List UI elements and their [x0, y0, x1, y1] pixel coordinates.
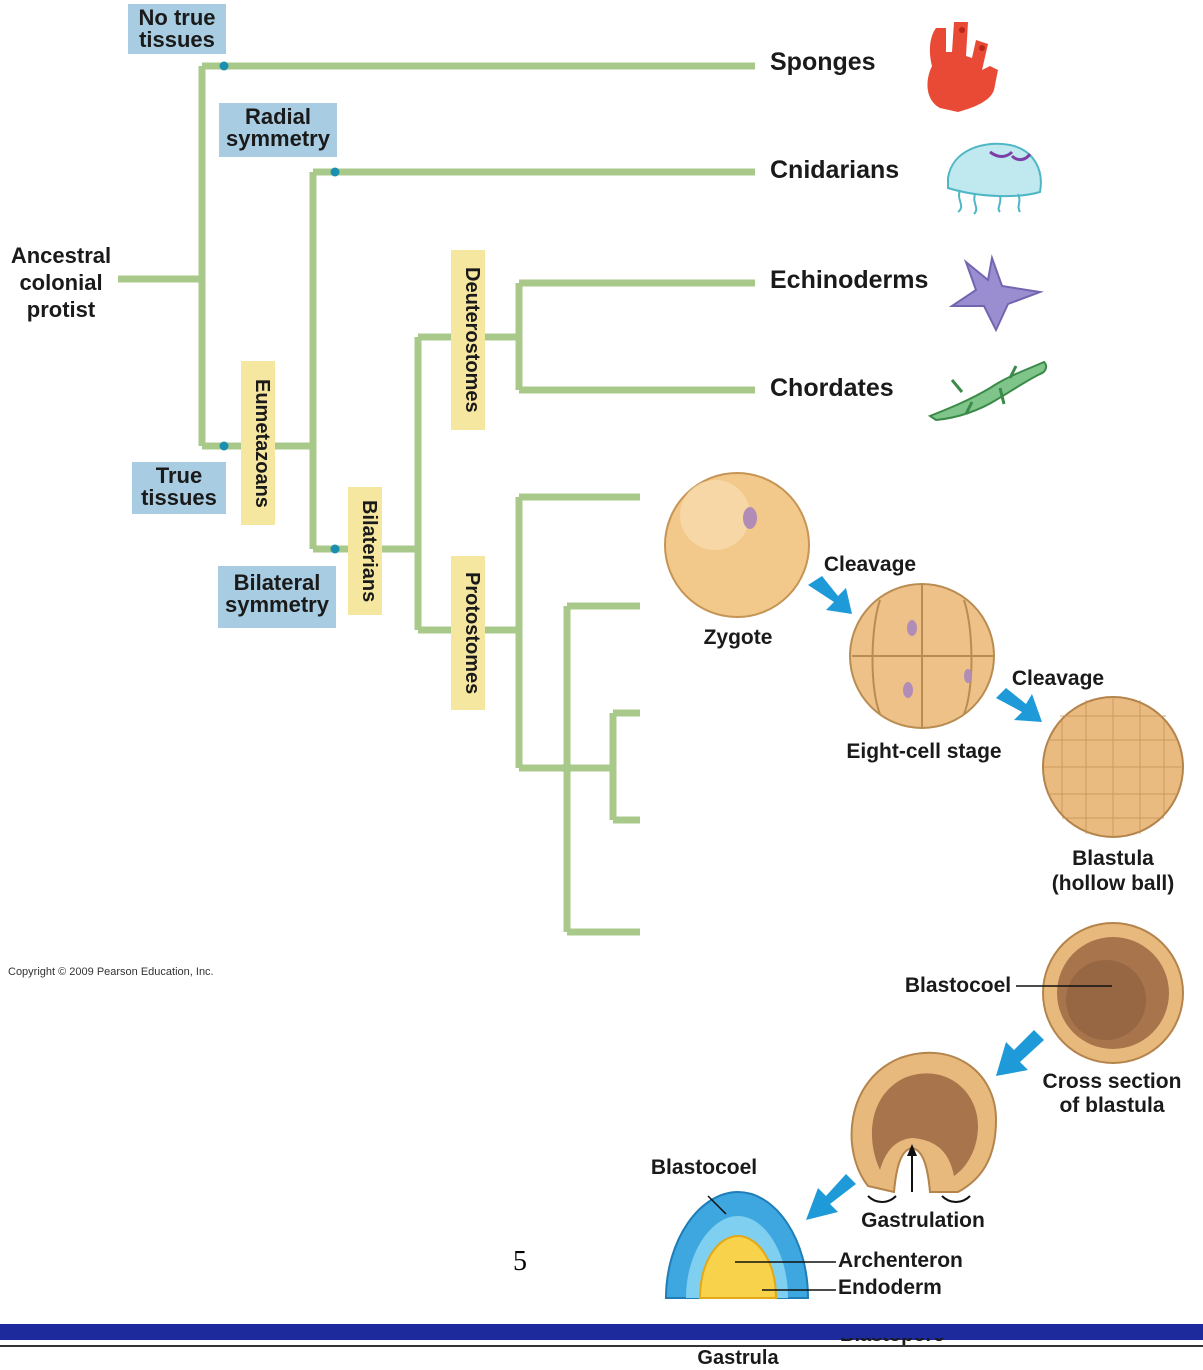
taxon-label-sponges: Sponges	[770, 48, 876, 77]
lizard-icon	[930, 362, 1046, 420]
footer-bar	[0, 1324, 1203, 1340]
clade-label-bilaterians: Bilaterians	[348, 487, 382, 615]
sponge-icon	[927, 22, 998, 112]
taxon-label-echinoderms: Echinoderms	[770, 266, 928, 295]
zygote-image	[665, 473, 809, 617]
root-label: Ancestral colonial protist	[0, 242, 122, 323]
true-tissues-label: True tissues	[132, 462, 226, 514]
cross-section-label-2: of blastula	[1050, 1094, 1174, 1118]
page-number: 5	[513, 1246, 527, 1278]
gastrula-image	[666, 1192, 836, 1298]
cross-section-label: Cross section	[1036, 1070, 1188, 1094]
clade-label-protostomes: Protostomes	[451, 556, 485, 710]
taxon-label-cnidarians: Cnidarians	[770, 156, 899, 185]
bilateral-symmetry-label: Bilateral symmetry	[218, 566, 336, 628]
root-label-text: Ancestral colonial protist	[6, 242, 116, 323]
arrow-icon	[808, 576, 852, 614]
clade-label-eumetazoans: Eumetazoans	[241, 361, 275, 525]
no-true-tissues-label: No true tissues	[128, 4, 226, 54]
clade-label-deuterostomes: Deuterostomes	[451, 250, 485, 430]
endoderm-label: Endoderm	[838, 1276, 958, 1300]
archenteron-label: Archenteron	[838, 1249, 972, 1273]
arrow-icon	[806, 1174, 856, 1220]
blastula-note-label: (hollow ball)	[1042, 872, 1184, 896]
node-dot	[220, 62, 229, 71]
blastocoel-label: Blastocoel	[898, 974, 1018, 998]
gastrulation-image	[852, 1053, 996, 1202]
gastrula-label: Gastrula	[690, 1347, 786, 1370]
blastocoel-label-2: Blastocoel	[644, 1156, 764, 1180]
arrow-icon	[996, 688, 1042, 722]
node-dot	[331, 168, 340, 177]
blastula-cross-section-image	[1043, 923, 1183, 1063]
node-dot	[220, 442, 229, 451]
blastula-image	[1043, 697, 1183, 837]
cleavage-label-2: Cleavage	[1006, 667, 1110, 691]
cleavage-label-1: Cleavage	[818, 553, 922, 577]
jellyfish-icon	[948, 144, 1041, 214]
zygote-label: Zygote	[690, 626, 786, 650]
footer-divider	[0, 1345, 1203, 1347]
blastula-label: Blastula	[1060, 847, 1166, 871]
taxon-label-chordates: Chordates	[770, 374, 894, 403]
radial-symmetry-label: Radial symmetry	[219, 103, 337, 157]
eight-cell-stage-label: Eight-cell stage	[838, 740, 1010, 764]
copyright-text: Copyright © 2009 Pearson Education, Inc.	[8, 966, 214, 978]
node-dot	[331, 545, 340, 554]
gastrulation-label: Gastrulation	[856, 1209, 990, 1233]
blastopore-label: Blastopore	[840, 1338, 944, 1347]
sea-star-icon	[952, 258, 1040, 330]
eight-cell-stage-image	[850, 584, 994, 728]
blastopore-label-clipped: Blastopore	[820, 1338, 970, 1348]
